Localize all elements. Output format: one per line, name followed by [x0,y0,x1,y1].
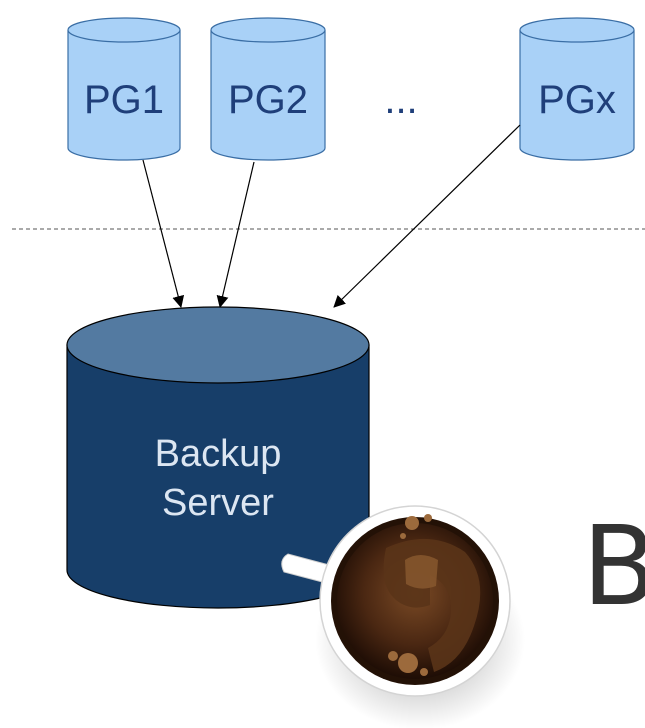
backup-server-label-line2: Server [162,482,274,524]
coffee-cup-elephant-icon [281,505,525,728]
source-db-label: PG2 [228,78,308,122]
source-db-pg1: PG1 [67,17,181,161]
backup-server-label-line1: Backup [155,433,282,475]
source-db-pgx: PGx [519,17,635,161]
source-db-pg2: PG2 [210,17,326,161]
ellipsis-text: ... [384,78,417,122]
source-db-label: PGx [538,78,616,122]
arrow-pg2-to-server [216,161,255,308]
logo-wordmark: Ba [582,502,645,630]
arrow-pgx-to-server [333,124,521,308]
backup-server-db: Backup Server [66,306,370,609]
arrow-pg1-to-server [142,159,185,308]
source-db-label: PG1 [84,78,164,122]
